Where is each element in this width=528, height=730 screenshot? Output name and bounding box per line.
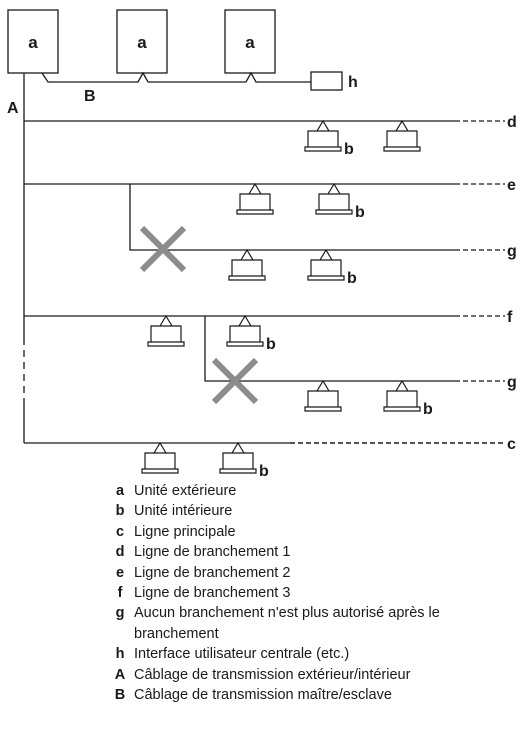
indoor-unit-icon	[307, 248, 345, 281]
legend-key: a	[115, 483, 125, 499]
branch-line-2-label: e	[507, 177, 516, 194]
legend-text: Unité intérieure	[134, 503, 233, 520]
legend-key: b	[115, 503, 125, 520]
indoor-unit-icon	[226, 314, 264, 347]
legend-text: Ligne de branchement 1	[134, 544, 291, 561]
indoor-unit-icon	[383, 379, 421, 412]
legend-key: A	[114, 666, 126, 683]
indoor-unit-icon	[304, 379, 342, 412]
outdoor-unit-3	[224, 9, 276, 74]
outdoor-unit-1	[7, 9, 59, 74]
indoor-unit-label: b	[347, 270, 357, 287]
central-interface-box	[310, 71, 343, 91]
indoor-unit-icon	[219, 441, 257, 474]
indoor-unit-label: b	[266, 336, 276, 353]
legend-text: Ligne principale	[134, 523, 236, 540]
forbidden-branch-1-label: g	[507, 243, 517, 260]
forbidden-cross-icon	[139, 225, 187, 273]
indoor-unit-icon	[236, 182, 274, 215]
outdoor-indoor-cable-label: A	[7, 100, 19, 117]
legend-item: A Câblage de transmission extérieur/intér…	[108, 665, 526, 685]
master-slave-wiring	[41, 71, 311, 83]
indoor-unit-icon	[383, 119, 421, 152]
indoor-unit-icon	[315, 182, 353, 215]
legend-item: g Aucun branchement n'est plus autorisé a…	[108, 603, 526, 644]
indoor-unit-label: b	[355, 204, 365, 221]
forbidden-branch-2-label: g	[507, 374, 517, 391]
legend-text: Interface utilisateur centrale (etc.)	[134, 646, 350, 663]
legend-key: e	[115, 564, 125, 581]
indoor-unit-icon	[147, 314, 185, 347]
outdoor-unit-label: a	[28, 33, 38, 52]
legend-item: d Ligne de branchement 1	[108, 542, 526, 562]
branch-line-1-label: d	[507, 114, 517, 131]
forbidden-branch-1	[129, 184, 455, 251]
legend-text: Ligne de branchement 2	[134, 564, 291, 581]
legend-text: Câblage de transmission extérieur/intéri…	[134, 666, 411, 683]
legend-item: f Ligne de branchement 3	[108, 583, 526, 603]
indoor-unit-label: b	[423, 401, 433, 418]
legend-text: Aucun branchement n'est plus autorisé ap…	[134, 605, 440, 642]
main-line-label: c	[507, 436, 516, 453]
legend-key: c	[115, 523, 125, 540]
legend-text: Ligne de branchement 3	[134, 585, 291, 602]
outdoor-unit-label: a	[245, 33, 255, 52]
indoor-unit-icon	[141, 441, 179, 474]
legend-item: c Ligne principale	[108, 522, 526, 542]
outdoor-unit-2	[116, 9, 168, 74]
legend-text: Unité extérieure	[134, 483, 237, 499]
forbidden-branch-2	[204, 316, 455, 382]
central-interface-label: h	[348, 74, 358, 91]
indoor-unit-label: b	[259, 463, 269, 480]
indoor-unit-label: b	[344, 141, 354, 158]
legend-key: f	[117, 585, 123, 602]
legend-item: e Ligne de branchement 2	[108, 563, 526, 583]
indoor-unit-icon	[228, 248, 266, 281]
legend-key: B	[114, 687, 126, 704]
branch-line-3-label: f	[507, 309, 513, 326]
legend-key: g	[115, 605, 125, 622]
legend-item: B Câblage de transmission maître/esclave	[108, 685, 526, 705]
outdoor-unit-label: a	[137, 33, 147, 52]
legend-key: h	[115, 646, 125, 663]
forbidden-cross-icon	[211, 357, 259, 405]
legend-item: h Interface utilisateur centrale (etc.)	[108, 644, 526, 664]
indoor-units: b b b b b b	[141, 119, 433, 480]
indoor-unit-icon	[304, 119, 342, 152]
legend-key: d	[115, 544, 125, 561]
wiring-diagram: b b b b b b a a a h B A d e g f g c	[7, 9, 517, 480]
master-slave-cable-label: B	[84, 88, 96, 105]
legend-item: a Unité extérieure	[108, 481, 526, 501]
legend-text: Câblage de transmission maître/esclave	[134, 687, 392, 704]
legend-item: b Unité intérieure	[108, 501, 526, 521]
